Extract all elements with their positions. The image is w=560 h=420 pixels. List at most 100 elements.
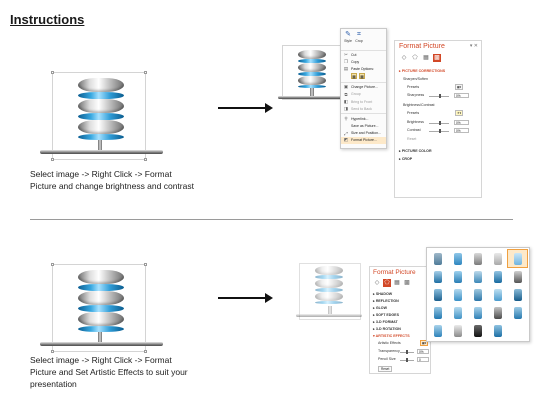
effect-thumbnail-selected[interactable] xyxy=(507,249,528,268)
effects-icon[interactable]: ⬠ xyxy=(412,55,418,61)
sharpen-soften-label: Sharpen/Soften xyxy=(403,77,428,81)
effect-thumbnail[interactable] xyxy=(488,286,507,303)
effect-thumbnail[interactable] xyxy=(429,304,448,321)
effect-thumbnail[interactable] xyxy=(508,286,527,303)
section-shadow[interactable]: ▸ SHADOW xyxy=(373,292,393,296)
effect-thumbnail[interactable] xyxy=(429,286,448,303)
effects-icon[interactable]: ⬠ xyxy=(383,279,391,287)
size-properties-icon[interactable]: ▦ xyxy=(423,55,429,61)
crop-button[interactable]: ⌗ Crop xyxy=(355,31,363,48)
effect-thumbnail[interactable] xyxy=(469,322,488,339)
menu-item-cut[interactable]: ✂Cut xyxy=(341,51,386,58)
menu-item-copy[interactable]: ❐Copy xyxy=(341,58,386,65)
effect-thumbnail[interactable] xyxy=(429,268,448,285)
effect-thumbnail[interactable] xyxy=(449,304,468,321)
effect-thumbnail[interactable] xyxy=(469,304,488,321)
transparency-field[interactable]: 0% xyxy=(417,349,429,354)
effect-thumbnail[interactable] xyxy=(449,322,468,339)
crop-icon: ⌗ xyxy=(357,31,361,38)
artistic-effects-gallery xyxy=(426,247,530,342)
effect-thumbnail[interactable] xyxy=(449,268,468,285)
section-glow[interactable]: ▸ GLOW xyxy=(373,306,387,310)
section-reflection[interactable]: ▸ REFLECTION xyxy=(373,299,399,303)
presets2-label: Presets xyxy=(407,111,420,115)
menu-item-format-picture[interactable]: ◩Format Picture... xyxy=(341,136,386,145)
caption-line: Select image -> Right Click -> Format xyxy=(30,355,172,365)
transparency-knob[interactable] xyxy=(406,350,408,354)
presets-dropdown[interactable]: ▦▾ xyxy=(455,84,463,90)
effect-thumbnail[interactable] xyxy=(488,268,507,285)
scissors-icon: ✂ xyxy=(344,51,348,57)
picture-icon[interactable]: ▩ xyxy=(404,280,410,286)
pencil-size-label: Pencil Size xyxy=(378,357,396,361)
pane-title: Format Picture xyxy=(399,43,445,50)
section-picture-color[interactable]: ▸ PICTURE COLOR xyxy=(399,149,432,153)
effect-thumbnail[interactable] xyxy=(488,322,507,339)
pencil-size-knob[interactable] xyxy=(406,358,408,362)
menu-item-save-as-picture[interactable]: Save as Picture... xyxy=(341,123,386,130)
effect-thumbnail[interactable] xyxy=(449,250,468,267)
effect-image-frame[interactable] xyxy=(299,263,361,320)
section-label: ARTISTIC EFFECTS xyxy=(375,334,410,338)
menu-label: Size and Position... xyxy=(351,131,381,136)
section-artistic-effects[interactable]: ▾ ARTISTIC EFFECTS xyxy=(373,334,410,338)
menu-item-group[interactable]: ⧉Group xyxy=(341,91,386,98)
effect-thumbnail[interactable] xyxy=(469,250,488,267)
menu-item-bring-to-front[interactable]: ◧Bring to Front xyxy=(341,98,386,105)
pane-title: Format Picture xyxy=(373,269,416,276)
artistic-effects-dropdown[interactable]: ▦▾ xyxy=(420,340,428,346)
section-3d-format[interactable]: ▸ 3-D FORMAT xyxy=(373,320,398,324)
effect-thumbnail[interactable] xyxy=(469,286,488,303)
format-picture-pane-2: Format Picture ◇ ⬠ ▦ ▩ ▸ SHADOW ▸ REFLEC… xyxy=(369,266,431,374)
section-crop[interactable]: ▸ CROP xyxy=(399,157,413,161)
menu-item-send-to-back[interactable]: ◨Send to Back xyxy=(341,105,386,112)
contrast-field[interactable]: 0% xyxy=(454,128,469,133)
artistic-effects-label: Artistic Effects xyxy=(378,341,401,345)
effect-thumbnail[interactable] xyxy=(508,322,527,339)
effect-thumbnail[interactable] xyxy=(488,304,507,321)
menu-item-hyperlink[interactable]: ⚲Hyperlink... xyxy=(341,115,386,122)
contrast-knob[interactable] xyxy=(439,129,441,133)
sharpness-knob[interactable] xyxy=(439,94,441,98)
fill-line-icon[interactable]: ◇ xyxy=(401,55,407,61)
size-properties-icon[interactable]: ▦ xyxy=(394,280,400,286)
bring-front-icon: ◧ xyxy=(343,98,349,104)
brightness-knob[interactable] xyxy=(439,121,441,125)
style-icon: ✎ xyxy=(345,31,351,38)
style-button[interactable]: ✎ Style xyxy=(344,31,352,48)
menu-label: Copy xyxy=(351,59,360,64)
format-picture-pane-1: Format Picture ▾ ✕ ◇ ⬠ ▦ ▩ ▸ PICTURE COR… xyxy=(394,40,482,198)
close-icon[interactable]: ▾ ✕ xyxy=(469,43,478,49)
effect-thumbnail[interactable] xyxy=(508,304,527,321)
effect-thumbnail[interactable] xyxy=(429,250,448,267)
presets2-dropdown[interactable]: ☀▾ xyxy=(455,110,463,116)
effect-thumbnail[interactable] xyxy=(488,250,507,267)
group-icon: ⧉ xyxy=(344,91,348,97)
section-picture-corrections[interactable]: ▸ PICTURE CORRECTIONS xyxy=(399,69,446,73)
transparency-label: Transparency xyxy=(378,349,400,353)
sharpness-field[interactable]: 0% xyxy=(454,93,469,98)
caption-line: Picture and change brightness and contra… xyxy=(30,181,194,191)
section-soft-edges[interactable]: ▸ SOFT EDGES xyxy=(373,313,399,317)
reset-button[interactable]: Reset xyxy=(378,366,393,372)
paste-keep-icon[interactable]: ▦ xyxy=(351,72,357,79)
brightness-field[interactable]: 0% xyxy=(454,120,469,125)
pencil-size-field[interactable]: 0 xyxy=(417,357,429,362)
menu-item-size-and-position[interactable]: ⤢Size and Position... xyxy=(341,130,386,137)
style-label: Style xyxy=(344,39,352,43)
reset-button[interactable]: Reset xyxy=(407,137,417,141)
paste-picture-icon[interactable]: ▦ xyxy=(359,72,365,79)
effect-thumbnail[interactable] xyxy=(449,286,468,303)
effect-thumbnail[interactable] xyxy=(469,268,488,285)
fill-line-icon[interactable]: ◇ xyxy=(374,280,380,286)
picture-icon[interactable]: ▩ xyxy=(433,54,441,62)
section-label: GLOW xyxy=(375,306,387,310)
size-icon: ⤢ xyxy=(344,130,348,136)
menu-item-change-picture[interactable]: ▣Change Picture... xyxy=(341,84,386,91)
effect-thumbnail[interactable] xyxy=(508,268,527,285)
effect-thumbnail[interactable] xyxy=(429,322,448,339)
section-label: PICTURE COLOR xyxy=(401,149,432,153)
paste-options-row: ▦ ▦ xyxy=(341,72,386,81)
section-label: 3-D FORMAT xyxy=(375,320,398,324)
section-3d-rotation[interactable]: ▸ 3-D ROTATION xyxy=(373,327,401,331)
